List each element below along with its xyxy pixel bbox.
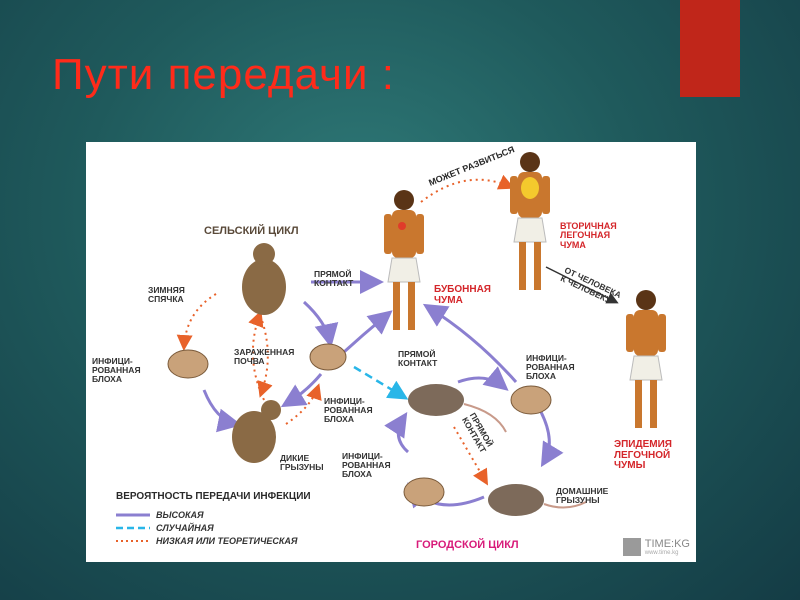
- arrow-flea-to-wild-rodent: [280, 373, 323, 408]
- infected-flea-3: ИНФИЦИ- РОВАННАЯ БЛОХА: [526, 353, 575, 381]
- flea-left: [167, 349, 209, 379]
- watermark: TIME:KG www.time.kg: [622, 538, 690, 556]
- rural-cycle-label: СЕЛЬСКИЙ ЦИКЛ: [204, 225, 299, 237]
- slide-title: Пути передачи :: [52, 50, 395, 99]
- diagram-graphics: [167, 152, 666, 516]
- legend-high-label: ВЫСОКАЯ: [156, 510, 204, 520]
- infected-flea-4: ИНФИЦИ- РОВАННАЯ БЛОХА: [342, 451, 391, 479]
- bubonic-label: БУБОННАЯ ЧУМА: [434, 284, 491, 306]
- direct-contact-2: ПРЯМОЙ КОНТАКТ: [398, 349, 438, 368]
- arrow-hibernation: [176, 293, 217, 351]
- arrow-soil-up: [248, 310, 265, 401]
- arrow-rodent-flea-high: [302, 300, 339, 348]
- arrow-direct-contact-urban: [453, 426, 489, 486]
- rat-domestic: [488, 484, 587, 516]
- legend-title: ВЕРОЯТНОСТЬ ПЕРЕДАЧИ ИНФЕКЦИИ: [116, 491, 311, 502]
- infected-soil-label: ЗАРАЖЕННАЯ ПОЧВА: [234, 347, 295, 366]
- wild-rodents-label: ДИКИЕ ГРЫЗУНЫ: [280, 453, 324, 472]
- flea-bottom: [403, 477, 445, 507]
- accent-block: [680, 0, 740, 97]
- arrow-rat-to-flea: [457, 366, 509, 391]
- human-secondary: [510, 152, 550, 290]
- infected-flea-2: ИНФИЦИ- РОВАННАЯ БЛОХА: [324, 396, 373, 424]
- legend-low: НИЗКАЯ ИЛИ ТЕОРЕТИЧЕСКАЯ: [116, 536, 297, 546]
- arrow-soil-down: [257, 309, 273, 398]
- domestic-rodents-label: ДОМАШНИЕ ГРЫЗУНЫ: [556, 486, 609, 505]
- watermark-logo-icon: [622, 538, 641, 556]
- marmot-bottom: [232, 400, 281, 463]
- legend-high: ВЫСОКАЯ: [116, 510, 204, 520]
- infected-flea-1: ИНФИЦИ- РОВАННАЯ БЛОХА: [92, 356, 141, 384]
- marmot-top: [242, 243, 286, 315]
- arrow-flea-to-human: [342, 310, 393, 354]
- secondary-label: ВТОРИЧНАЯ ЛЕГОЧНАЯ ЧУМА: [560, 221, 617, 250]
- direct-contact-1: ПРЯМОЙ КОНТАКТ: [314, 269, 354, 288]
- human-epidemic: [626, 290, 666, 428]
- flea-right: [510, 385, 552, 415]
- arrow-flea-to-domestic: [539, 411, 564, 468]
- legend-random: СЛУЧАЙНАЯ: [116, 523, 214, 533]
- arrow-flea-to-rat: [384, 411, 410, 454]
- arrow-flea-to-rodent: [202, 389, 242, 433]
- watermark-sub: www.time.kg: [644, 550, 679, 556]
- arrow-domestic-flea-to-human: [422, 303, 518, 383]
- legend-low-label: НИЗКАЯ ИЛИ ТЕОРЕТИЧЕСКАЯ: [156, 536, 298, 546]
- rat-center: [408, 384, 507, 433]
- legend-random-label: СЛУЧАЙНАЯ: [156, 523, 214, 533]
- arrow-person-to-person: [545, 266, 619, 304]
- human-bubonic: [384, 190, 424, 330]
- arrow-random: [353, 365, 409, 400]
- epidemic-label: ЭПИДЕМИЯ ЛЕГОЧНОЙ ЧУМЫ: [614, 439, 672, 471]
- hibernation-label: ЗИМНЯЯ СПЯЧКА: [148, 285, 185, 304]
- plague-transmission-diagram: СЕЛЬСКИЙ ЦИКЛ ГОРОДСКОЙ ЦИКЛ МОЖЕТ РАЗВИ…: [86, 142, 696, 562]
- flea-center: [309, 343, 347, 371]
- urban-cycle-label: ГОРОДСКОЙ ЦИКЛ: [416, 539, 519, 551]
- watermark-text: TIME:KG: [644, 538, 690, 550]
